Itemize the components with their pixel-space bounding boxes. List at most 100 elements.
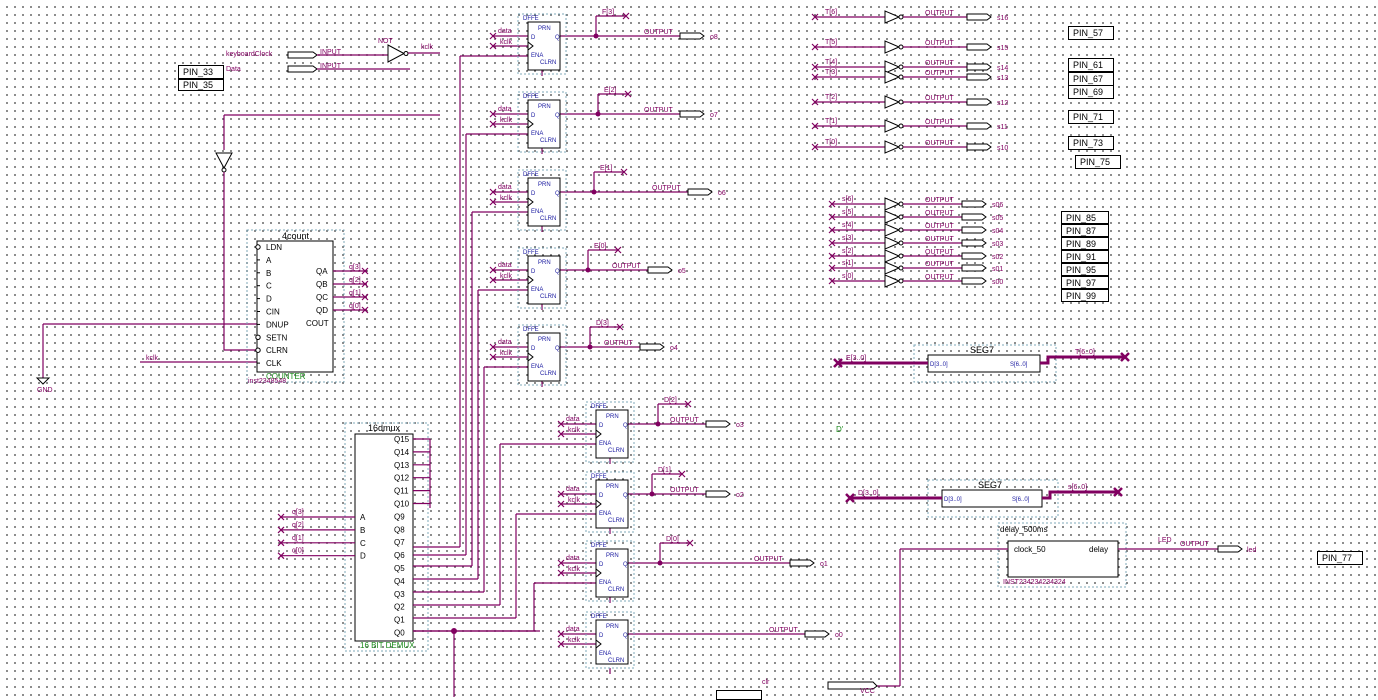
dff-clrn: CLRN bbox=[608, 587, 624, 593]
dff-clk-net: kclk bbox=[500, 273, 513, 280]
inverter-output-type: OUTPUT bbox=[925, 10, 955, 17]
pin-pin-91[interactable]: PIN_91 bbox=[1061, 250, 1109, 263]
pin-pin-73[interactable]: PIN_73 bbox=[1068, 136, 1114, 150]
dff-clk-net: kclk bbox=[568, 497, 581, 504]
pin-led[interactable]: PIN_77 bbox=[1317, 551, 1363, 565]
inverter-output-label: s11 bbox=[997, 124, 1008, 131]
pin-pin-71[interactable]: PIN_71 bbox=[1068, 110, 1114, 124]
inverter bbox=[884, 140, 901, 154]
seg7-title: SEG7 bbox=[970, 345, 994, 355]
d-prime-mark: D' bbox=[836, 425, 844, 434]
inverter-in-label: s[3] bbox=[842, 235, 853, 242]
dff-clk-net: kclk bbox=[500, 195, 513, 202]
dff-output-type: OUTPUT bbox=[652, 185, 682, 192]
seg7-decoders: SEG7D[3..0]S[6..0]E[3..0]T[6..0]SEG7D[3.… bbox=[833, 344, 1130, 518]
inverter-output-label: s15 bbox=[997, 45, 1008, 52]
demux-port-in-b: B bbox=[360, 526, 365, 535]
demux-port-q10: Q10 bbox=[394, 500, 410, 509]
delay-block[interactable]: delay_500ms clock_50 delay INST234234234… bbox=[997, 522, 1127, 588]
dff-d: D bbox=[531, 346, 536, 352]
demux-port-in-a: A bbox=[360, 513, 366, 522]
inverter-array-top: T[6]OUTPUTs16T[5]OUTPUTs15T[4]OUTPUTs14T… bbox=[811, 9, 1008, 154]
dff-output-label: o2 bbox=[736, 492, 744, 499]
inverter-output-pin bbox=[966, 98, 992, 106]
dff-type: DFFE bbox=[591, 614, 607, 620]
dff-clk-net: kclk bbox=[568, 566, 581, 573]
dff-data-net: data bbox=[566, 486, 580, 493]
dff-clk-net: kclk bbox=[568, 427, 581, 434]
counter-net-label: q[1] bbox=[349, 290, 361, 297]
dff-output-pin bbox=[705, 490, 731, 498]
data-input-pin[interactable]: Data INPUT bbox=[226, 63, 342, 73]
counter-port-setn: SETN bbox=[266, 333, 288, 342]
inverter-output-type: OUTPUT bbox=[925, 40, 955, 47]
dff-output-type: OUTPUT bbox=[644, 29, 674, 36]
demux-port-q2: Q2 bbox=[394, 603, 405, 612]
dff-clrn: CLRN bbox=[540, 294, 556, 300]
pin-pin-85[interactable]: PIN_85 bbox=[1061, 211, 1109, 224]
pin-pin-75[interactable]: PIN_75 bbox=[1075, 155, 1121, 169]
inverter bbox=[884, 119, 901, 133]
inverter-output-type: OUTPUT bbox=[925, 274, 955, 281]
pin-pin-97[interactable]: PIN_97 bbox=[1061, 276, 1109, 289]
dff-clrn: CLRN bbox=[608, 448, 624, 454]
demux-16bit[interactable]: 16dmux 16 BIT DEMUX bbox=[344, 422, 429, 652]
clr-input-pin[interactable] bbox=[827, 681, 878, 690]
dff-output-label: o6 bbox=[718, 190, 726, 197]
led-output-pin[interactable] bbox=[1217, 545, 1243, 553]
dff-q: Q bbox=[623, 562, 628, 568]
kclk-net-label: kclk bbox=[421, 44, 434, 51]
inverter-output-label: s00 bbox=[992, 279, 1003, 286]
inverter-output-pin bbox=[961, 239, 987, 247]
pin-pin-87[interactable]: PIN_87 bbox=[1061, 224, 1109, 237]
dff-data-net: data bbox=[566, 416, 580, 423]
inverter bbox=[884, 10, 901, 24]
inverter-output-type: OUTPUT bbox=[925, 249, 955, 256]
dff-output-label: o7 bbox=[710, 112, 718, 119]
inverter-output-label: s16 bbox=[997, 15, 1008, 22]
clock-input-pin[interactable]: keyboardClock INPUT bbox=[226, 49, 342, 59]
dff-ena: ENA bbox=[531, 131, 543, 137]
inverter bbox=[884, 95, 901, 109]
pin-pin-95[interactable]: PIN_95 bbox=[1061, 263, 1109, 276]
inverter-in-label: T[0] bbox=[825, 139, 837, 146]
pin-pin-89[interactable]: PIN_89 bbox=[1061, 237, 1109, 250]
pin-pin-61[interactable]: PIN_61 bbox=[1068, 58, 1114, 72]
dff-ena: ENA bbox=[599, 651, 611, 657]
vcc-label: VCC bbox=[860, 688, 875, 695]
inverter-in-label: s[6] bbox=[842, 196, 853, 203]
pin-pin-99[interactable]: PIN_99 bbox=[1061, 289, 1109, 302]
pin-pin-67[interactable]: PIN_67 bbox=[1068, 72, 1114, 86]
inverter bbox=[884, 274, 901, 288]
seg7-title: SEG7 bbox=[978, 480, 1002, 490]
inverter-in-label: s[1] bbox=[842, 260, 853, 267]
dff-d: D bbox=[599, 562, 604, 568]
counter-title: 4count bbox=[282, 231, 310, 241]
pin-clock[interactable]: PIN_33 bbox=[178, 65, 224, 79]
demux-port-in-d: D bbox=[360, 552, 366, 561]
inverter-output-pin bbox=[961, 277, 987, 285]
pin-pin-69[interactable]: PIN_69 bbox=[1068, 85, 1114, 99]
clock-input-label: keyboardClock bbox=[226, 51, 273, 58]
counter-net-label: q[0] bbox=[349, 303, 361, 310]
pin-bottom-partial bbox=[716, 690, 762, 700]
counter-4count[interactable]: 4count COUNTER inst2348548 bbox=[246, 229, 345, 385]
inverter-output-type: OUTPUT bbox=[925, 210, 955, 217]
clock-inverter[interactable]: NOT bbox=[378, 38, 409, 63]
counter-port-c: C bbox=[266, 282, 272, 291]
dff-output-label: o0 bbox=[835, 632, 843, 639]
ground-inverter[interactable] bbox=[215, 152, 233, 173]
pin-data[interactable]: PIN_35 bbox=[178, 79, 224, 91]
pin-pin-57[interactable]: PIN_57 bbox=[1068, 26, 1114, 40]
dff-data-net: data bbox=[498, 106, 512, 113]
counter-clk-net: kclk bbox=[146, 355, 159, 362]
dff-data-net: data bbox=[566, 626, 580, 633]
inverter-output-pin bbox=[961, 226, 987, 234]
delay-inst: INST234234234324 bbox=[1003, 579, 1066, 586]
